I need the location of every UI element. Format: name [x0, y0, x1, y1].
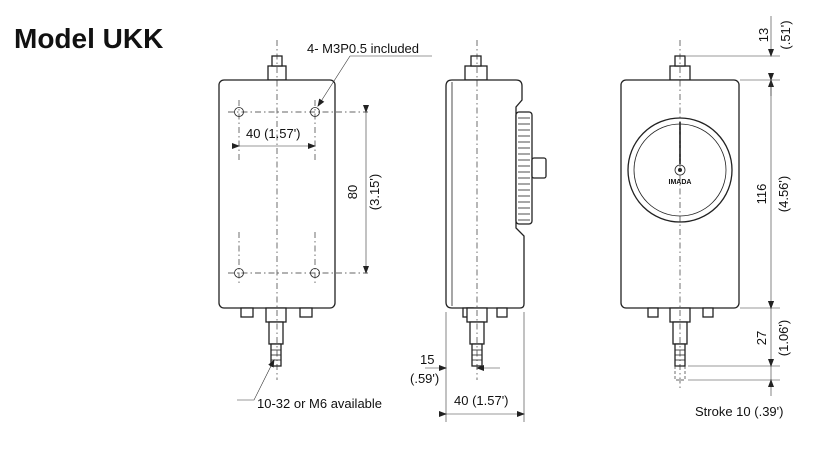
callout-thread: 10-32 or M6 available [257, 396, 382, 411]
side-top-tip [470, 55, 482, 67]
dim-bottom-tip-mm: 27 [754, 331, 769, 345]
knob-knurl [518, 117, 530, 221]
callout-mount-holes: 4- M3P0.5 included [307, 41, 419, 56]
dim-hole-width: 40 (1.57') [246, 126, 301, 141]
dim-bottom-tip-in: (1.06') [776, 320, 791, 356]
dim-top-tip-mm: 13 [756, 28, 771, 42]
side-knob [515, 111, 533, 225]
dim-body-height-in: (4.56') [776, 176, 791, 212]
side-body [445, 79, 525, 309]
dim-top-tip-in: (.51') [778, 20, 793, 49]
front-bottom-collar [265, 307, 287, 323]
side-knob-hub [531, 157, 547, 179]
side-view: 15 (.59') 40 (1.57') [410, 40, 547, 422]
front-bottom-shaft [268, 321, 284, 345]
side-foot-right [496, 307, 508, 318]
brand-label: IMADA [669, 179, 692, 186]
dial-view: IMADA 13 (.51') 116 (4.56') 27 (1.06') [620, 16, 793, 419]
dial-foot-left [647, 307, 659, 318]
front-foot-left [240, 307, 254, 318]
dim-side-offset-mm: 15 [420, 352, 434, 367]
front-foot-right [299, 307, 313, 318]
front-view: 40 (1.57') 80 (3.15') 4- M3P0.5 included… [218, 40, 432, 411]
dim-hole-height-mm: 80 [345, 185, 360, 199]
dim-stroke: Stroke 10 (.39') [695, 404, 783, 419]
dim-hole-height-in: (3.15') [367, 174, 382, 210]
dim-body-height-mm: 116 [754, 184, 769, 205]
dim-side-offset-in: (.59') [410, 371, 439, 386]
dial-foot-right [702, 307, 714, 318]
model-title: Model UKK [14, 23, 163, 54]
dim-side-width: 40 (1.57') [454, 393, 509, 408]
side-top-connector [464, 65, 488, 81]
